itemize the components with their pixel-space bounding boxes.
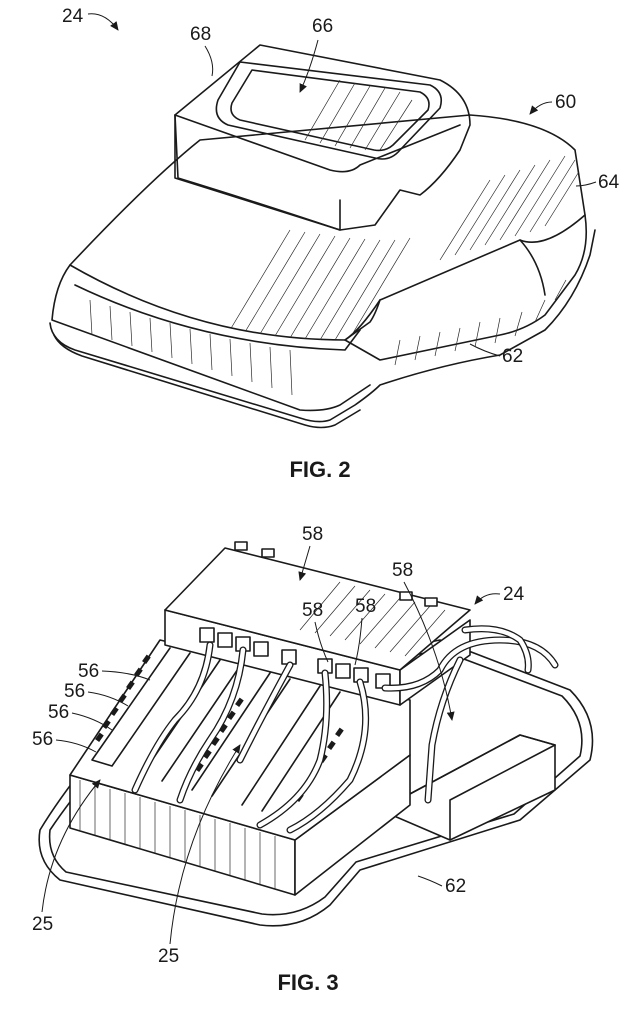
fig3-caption: FIG. 3 [277,970,338,995]
leader-24-fig3 [475,594,500,604]
ref-62: 62 [502,346,523,367]
ref-66: 66 [312,16,333,37]
side-shading [90,280,566,395]
leader-62 [470,344,500,356]
ref-25-left: 25 [32,914,53,935]
ref-58-mid-b: 58 [355,596,376,617]
ref-24-fig3: 24 [503,584,525,605]
leader-24 [88,14,118,30]
fig2-caption: FIG. 2 [289,457,350,482]
leader-60 [530,102,552,114]
base-flange [50,230,595,422]
ref-60: 60 [555,92,576,113]
leader-68 [205,46,213,76]
ref-68: 68 [190,24,211,45]
leader-64 [576,182,596,186]
lid-rear-edge [520,240,545,295]
ref-58-right: 58 [392,560,413,581]
ref-56-d: 56 [32,729,53,750]
leader-66 [300,40,318,92]
lid-shoulder [75,285,360,350]
ref-56-c: 56 [48,702,69,723]
leader-62-fig3 [418,876,442,886]
ref-62-fig3: 62 [445,876,466,897]
ref-58-top: 58 [302,524,323,545]
ref-64: 64 [598,172,620,193]
ref-24: 24 [62,6,84,27]
ref-56-b: 56 [64,681,85,702]
lid-front-side [52,265,370,410]
window-glass-lines [305,80,412,150]
ref-58-mid-a: 58 [302,600,323,621]
ref-25-center: 25 [158,946,179,967]
figure-2: 24 66 68 60 64 62 FIG. 2 [50,6,620,482]
ref-56-a: 56 [78,661,99,682]
window-frame-outer [216,62,441,159]
figure-3: 58 58 58 58 24 56 56 56 56 25 25 62 [32,524,593,995]
lid-drawing [50,45,595,428]
lid-right-side [345,215,586,360]
lid-step [345,300,380,340]
handle-edge [175,115,460,172]
